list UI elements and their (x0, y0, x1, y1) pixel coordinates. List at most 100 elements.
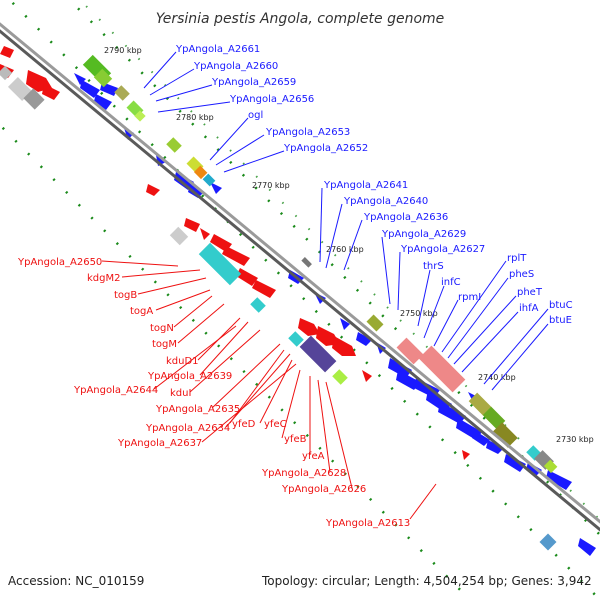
leader-line (223, 150, 285, 173)
leader-line (423, 285, 445, 339)
gene-block (366, 314, 384, 332)
leader-line (417, 269, 431, 327)
gene-label: kduD1 (166, 356, 199, 367)
leader-line (483, 308, 549, 385)
gene-arrow (578, 538, 596, 556)
gene-block (492, 422, 518, 448)
gene-label: YpAngola_A2659 (211, 77, 296, 88)
scale-tick-label: 2790 kbp (104, 46, 142, 55)
gene-label: ogl (248, 110, 263, 121)
gene-label: YpAngola_A2652 (283, 143, 368, 154)
leader-line (447, 277, 509, 359)
scale-labels: 2790 kbp 2780 kbp 2770 kbp 2760 kbp 2750… (104, 46, 594, 444)
leader-line (281, 369, 301, 439)
gene-arrow (362, 370, 372, 382)
leader-line (343, 219, 363, 271)
gene-arrow (504, 454, 526, 472)
gene-arrow (174, 172, 194, 190)
gene-arrow (252, 280, 276, 298)
scale-tick-label: 2780 kbp (176, 113, 214, 122)
gene-label: pheT (517, 287, 543, 298)
tick-row-inner (78, 0, 600, 522)
leader-line (259, 359, 293, 424)
gene-block (169, 226, 189, 246)
leader-line (397, 251, 401, 311)
gene-label: infC (441, 277, 461, 288)
leader-line (433, 299, 459, 347)
gene-label: YpAngola_A2628 (261, 468, 346, 479)
gene-label: togM (152, 339, 177, 350)
topology-text: Topology: circular; Length: 4,504,254 bp… (261, 574, 592, 588)
gene-arrow (298, 318, 320, 336)
gene-label: ihfA (519, 303, 539, 314)
gene-arrow (80, 80, 100, 98)
gene-label: yfeA (302, 451, 325, 462)
gene-label: YpAngola_A2644 (73, 385, 158, 396)
leader-line (409, 483, 437, 520)
red-gene-labels: YpAngola_A2650 kdgM2 togB togA togN togM… (17, 257, 410, 529)
gene-block (288, 331, 304, 347)
leader-line (101, 260, 179, 267)
gene-arrow (124, 128, 134, 140)
gene-block (301, 257, 312, 268)
gene-label: YpAngola_A2653 (265, 127, 350, 138)
gene-arrow (94, 94, 112, 110)
gene-arrow (210, 182, 222, 194)
gene-label: kdgM2 (87, 273, 120, 284)
gene-arrow (146, 184, 160, 196)
gene-block (7, 76, 33, 102)
leader-line (209, 117, 249, 161)
gene-arrow (486, 440, 504, 454)
leader-line (461, 311, 519, 373)
red-leader-lines (101, 260, 437, 520)
leader-line (199, 321, 249, 376)
gene-label: yfeB (284, 434, 307, 445)
leader-line (157, 101, 231, 113)
leader-line (319, 187, 323, 263)
gene-arrow (0, 46, 14, 58)
gene-arrow (236, 268, 258, 286)
gene-label: thrS (423, 261, 444, 272)
leader-line (121, 269, 201, 278)
gene-label: YpAngola_A2641 (323, 180, 408, 191)
gene-block (299, 335, 337, 373)
leader-line (491, 323, 549, 391)
gene-arrow (340, 318, 350, 330)
gene-label: togB (114, 290, 137, 301)
gene-label: YpAngola_A2634 (145, 423, 230, 434)
gene-arrow (438, 402, 466, 424)
gene-label: btuE (549, 315, 572, 326)
gene-arrow (472, 430, 490, 446)
gene-arrow (546, 470, 572, 490)
scale-tick-label: 2760 kbp (326, 245, 364, 254)
gene-arrow (222, 246, 250, 266)
scale-tick-label: 2740 kbp (478, 373, 516, 382)
gene-arrow (332, 336, 356, 356)
gene-label: YpAngola_A2637 (117, 438, 202, 449)
gene-label: btuC (549, 300, 573, 311)
leader-line (189, 329, 261, 393)
leader-line (325, 203, 343, 269)
leader-line (143, 51, 177, 89)
gene-label: togN (150, 323, 174, 334)
leader-line (201, 363, 297, 443)
leader-line (149, 68, 195, 96)
leader-line (453, 295, 517, 365)
gene-label: YpAngola_A2627 (400, 244, 485, 255)
gene-label: pheS (509, 269, 534, 280)
gene-blocks (0, 54, 558, 551)
gene-block (193, 165, 208, 180)
genome-backbone (0, 29, 600, 532)
blue-leader-lines (143, 51, 549, 391)
gene-label: yfeD (232, 419, 256, 430)
leader-line (155, 84, 213, 102)
scale-tick-label: 2750 kbp (400, 309, 438, 318)
leader-line (381, 236, 391, 305)
gene-block (250, 297, 266, 313)
gene-label: YpAngola_A2661 (175, 44, 260, 55)
gene-arrow (356, 332, 372, 346)
